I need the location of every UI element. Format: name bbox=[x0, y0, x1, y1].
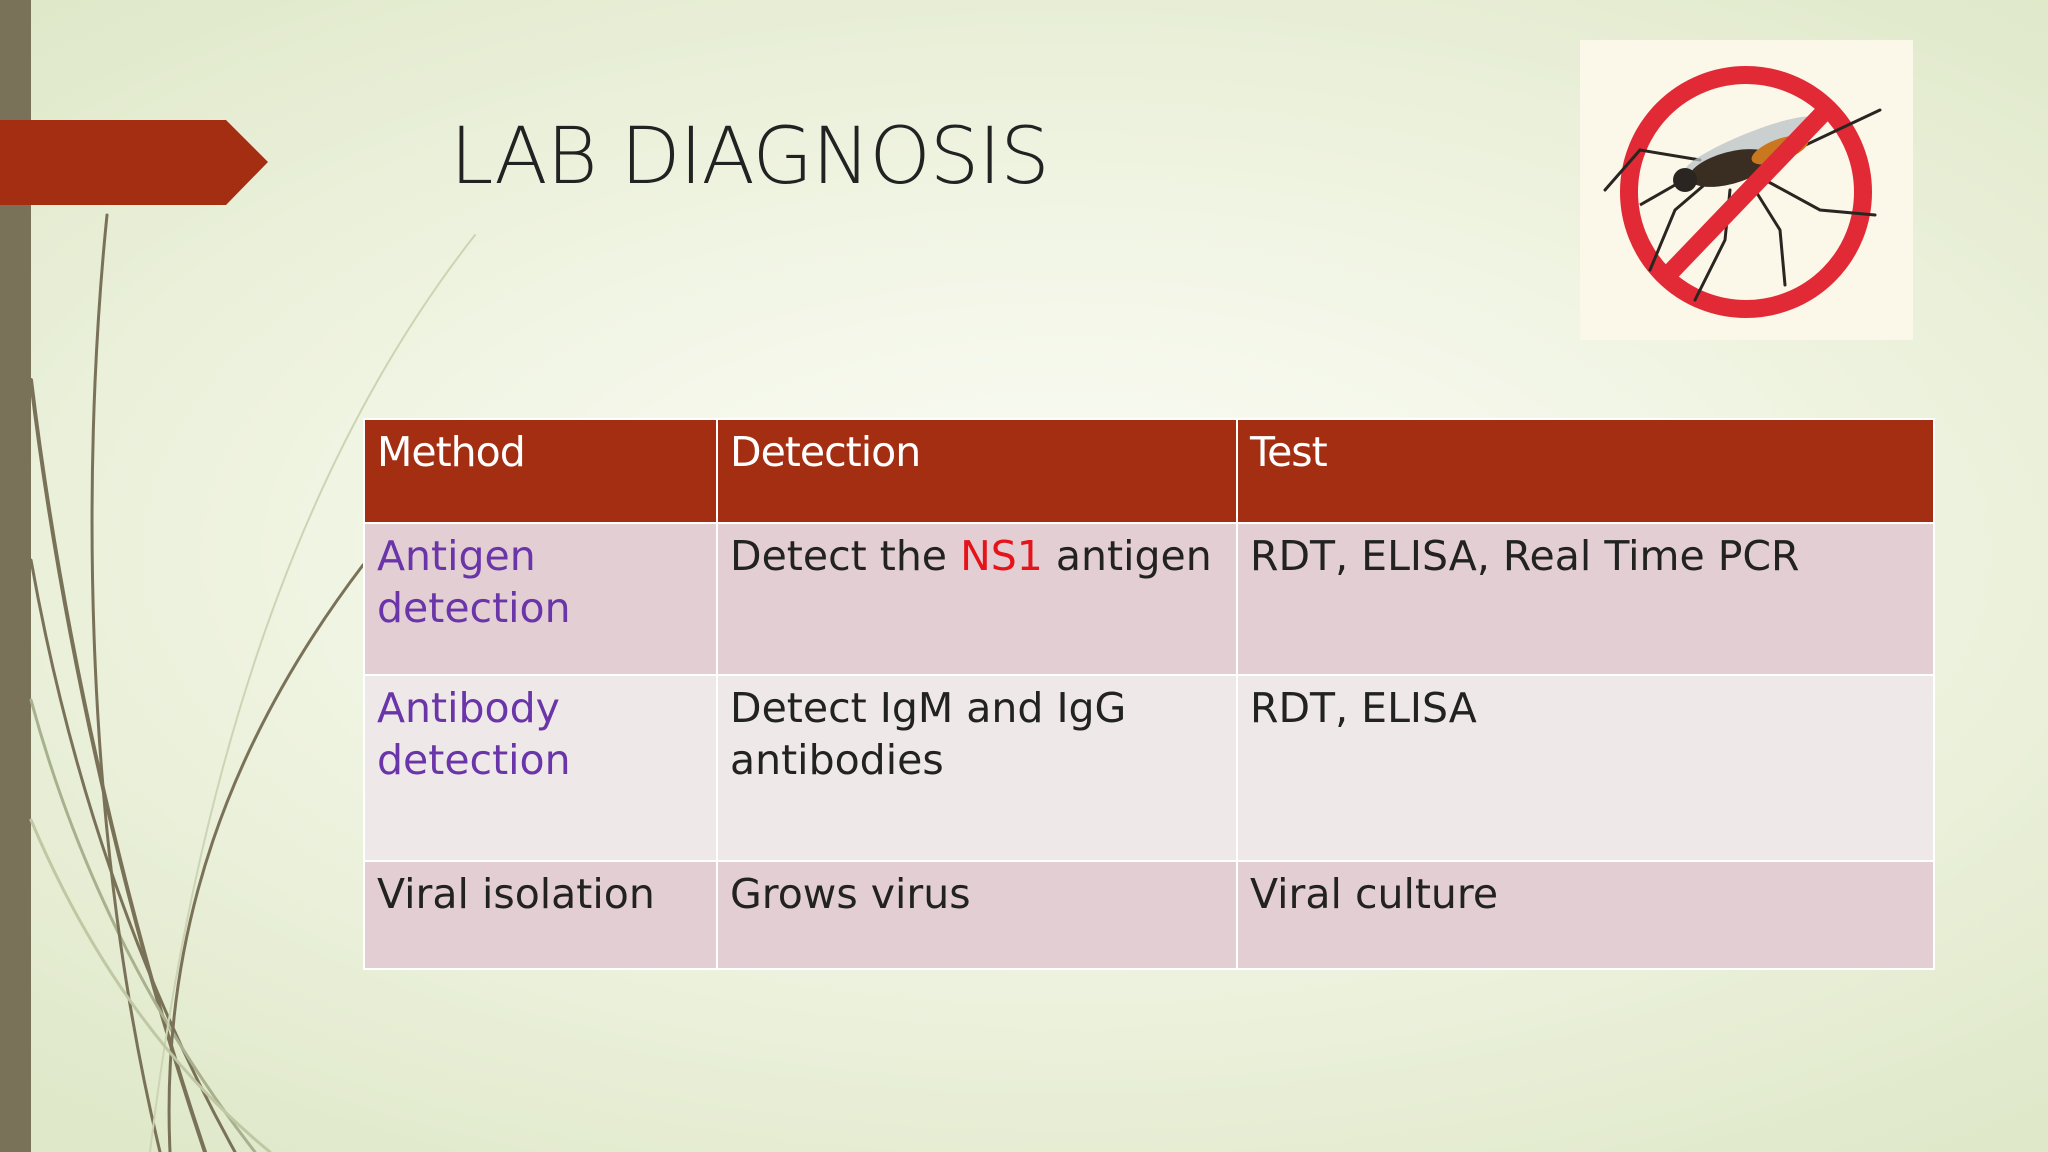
detection-text: Detect IgM and IgG antibodies bbox=[730, 684, 1127, 784]
method-cell: Viral isolation bbox=[363, 860, 718, 970]
detection-cell: Detect IgM and IgG antibodies bbox=[716, 674, 1238, 862]
detection-text-after: antigen bbox=[1042, 532, 1212, 580]
header-detection: Detection bbox=[716, 418, 1238, 524]
decorative-curves bbox=[29, 213, 476, 1152]
ns1-highlight: NS1 bbox=[960, 532, 1043, 580]
table-header-row: Method Detection Test bbox=[363, 418, 1935, 524]
no-mosquito-icon bbox=[1580, 40, 1913, 340]
table-row: Viral isolation Grows virus Viral cultur… bbox=[363, 860, 1935, 970]
title-arrow-banner bbox=[0, 120, 268, 205]
test-cell: RDT, ELISA, Real Time PCR bbox=[1236, 522, 1935, 676]
detection-text: Grows virus bbox=[730, 870, 971, 918]
detection-text: Detect the bbox=[730, 532, 961, 580]
detection-cell: Detect the NS1 antigen bbox=[716, 522, 1238, 676]
test-cell: Viral culture bbox=[1236, 860, 1935, 970]
detection-cell: Grows virus bbox=[716, 860, 1238, 970]
slide-title: LAB DIAGNOSIS bbox=[450, 112, 1050, 202]
table-row: Antigen detection Detect the NS1 antigen… bbox=[363, 522, 1935, 676]
test-cell: RDT, ELISA bbox=[1236, 674, 1935, 862]
header-test: Test bbox=[1236, 418, 1935, 524]
table-row: Antibody detection Detect IgM and IgG an… bbox=[363, 674, 1935, 862]
header-method: Method bbox=[363, 418, 718, 524]
method-cell: Antibody detection bbox=[363, 674, 718, 862]
lab-diagnosis-table: Method Detection Test Antigen detection … bbox=[363, 418, 1935, 970]
method-cell: Antigen detection bbox=[363, 522, 718, 676]
